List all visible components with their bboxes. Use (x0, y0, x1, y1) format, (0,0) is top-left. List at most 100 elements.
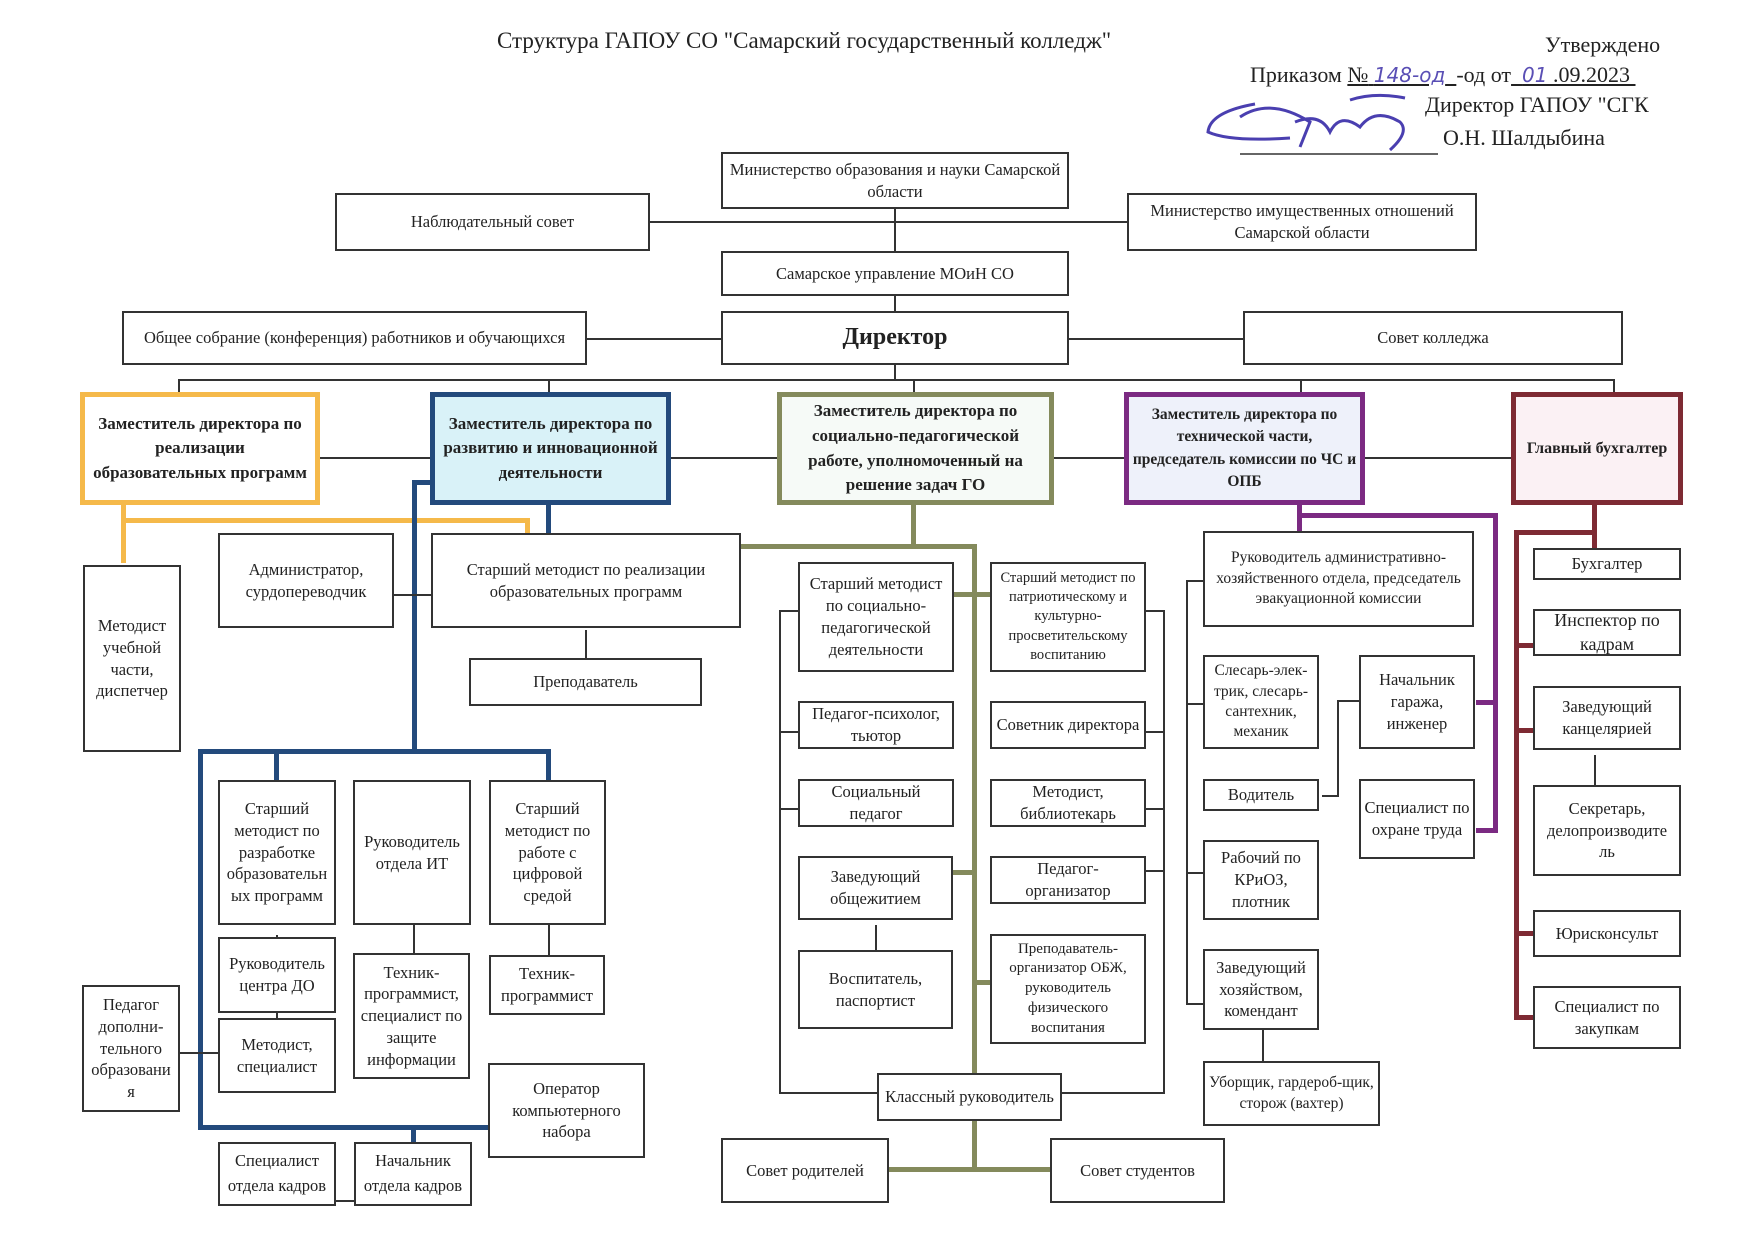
supervisory-board-box: Наблюдательный совет (335, 193, 650, 251)
administrator-box: Администратор, сурдопереводчик (218, 533, 394, 628)
typing-operator-label: Оператор компьютерного набора (512, 1078, 621, 1142)
driver-box: Водитель (1203, 779, 1319, 811)
class-teacher-label: Классный руководитель (885, 1087, 1054, 1107)
deputy-development-label: Заместитель директора по развитию и инно… (443, 413, 658, 482)
hr-head-label: Начальник отдела кадров (363, 1151, 463, 1195)
lawyer-box: Юрисконсульт (1533, 910, 1681, 957)
senior-methodist-dev-label: Старший методист по разработке образоват… (226, 799, 328, 906)
ministry-education-box: Министерство образования и науки Самарск… (721, 152, 1069, 209)
connector-olive (885, 1167, 1055, 1172)
connector-navy (546, 749, 551, 782)
connector (178, 379, 1614, 381)
connector (1613, 379, 1615, 393)
connector-olive (972, 1110, 977, 1172)
tech-programmer-security-box: Техник-программист, специалист по защите… (353, 953, 470, 1079)
connector (392, 594, 432, 596)
lawyer-label: Юрисконсульт (1555, 923, 1659, 943)
teacher-label: Преподаватель (533, 672, 638, 692)
methodist-dispatcher-box: Методист учебной части, диспетчер (83, 565, 181, 752)
connector-navy (198, 749, 550, 754)
connector-navy (411, 1125, 416, 1143)
obzh-teacher-label: Преподаватель-организатор ОБЖ, руководит… (1009, 940, 1127, 1036)
signature-icon (1206, 93, 1438, 155)
senior-methodist-programs-box: Старший методист по реализации образоват… (431, 533, 741, 628)
connector (318, 457, 432, 459)
college-council-label: Совет колледжа (1377, 328, 1489, 348)
methodist-specialist-label: Методист, специалист (236, 1034, 318, 1076)
senior-methodist-patriotic-label: Старший методист по патриотическому и ку… (1000, 570, 1136, 663)
garage-head-box: Начальник гаража, инженер (1359, 655, 1475, 749)
connector (1186, 580, 1204, 582)
connector-maroon (1514, 931, 1534, 936)
tech-programmer-box: Техник-программист (489, 955, 605, 1015)
social-teacher-box: Социальный педагог (798, 779, 954, 827)
household-head-box: Заведующий хозяйством, комендант (1203, 949, 1319, 1030)
handwritten-day: 01 (1522, 63, 1548, 87)
methodist-librarian-label: Методист, библиотекарь (1020, 782, 1116, 823)
connector-olive (740, 544, 976, 549)
repair-worker-box: Рабочий по КРиОЗ, плотник (1203, 840, 1319, 920)
director-advisor-label: Советник директора (996, 715, 1140, 735)
connector-olive (911, 503, 916, 547)
psychologist-box: Педагог-психолог, тьютор (798, 701, 954, 749)
deputy-edu-programs-box: Заместитель директора по реализации обра… (80, 392, 320, 505)
connector (669, 457, 779, 459)
college-council-box: Совет колледжа (1243, 311, 1623, 365)
connector-olive (952, 870, 976, 875)
order-date-rest: .09.2023 (1553, 62, 1630, 87)
head-do-center-label: Руководитель центра ДО (229, 954, 325, 995)
head-do-center-box: Руководитель центра ДО (218, 937, 336, 1013)
methodist-librarian-box: Методист, библиотекарь (990, 779, 1146, 827)
general-meeting-label: Общее собрание (конференция) работников … (143, 328, 566, 348)
connector (1262, 1030, 1264, 1063)
samara-dept-box: Самарское управление МОиН СО (721, 251, 1069, 296)
connector (779, 1092, 879, 1094)
connector-purple (1297, 513, 1497, 518)
additional-ed-teacher-label: Педагог дополни-тельного образовани я (91, 995, 171, 1102)
ministry-property-label: Министерство имущественных отношений Сам… (1150, 201, 1454, 242)
connector-maroon (1514, 530, 1519, 1020)
connector-purple (1297, 503, 1302, 538)
connector-navy (198, 1125, 488, 1130)
connector (894, 295, 896, 313)
connector (875, 925, 877, 957)
hr-inspector-label: Инспектор по кадрам (1554, 609, 1660, 654)
connector (1058, 1092, 1165, 1094)
senior-methodist-social-box: Старший методист по социально-педагогиче… (798, 562, 954, 672)
connector-olive (952, 592, 992, 597)
head-it-box: Руководитель отдела ИТ (353, 780, 471, 925)
connector (1363, 457, 1513, 459)
order-prefix: Приказом (1250, 62, 1342, 87)
connector (1322, 795, 1338, 797)
psychologist-label: Педагог-психолог, тьютор (812, 704, 940, 745)
head-it-label: Руководитель отдела ИТ (364, 831, 460, 873)
hr-inspector-box: Инспектор по кадрам (1533, 609, 1681, 656)
connector (1186, 580, 1188, 1005)
obzh-teacher-box: Преподаватель-организатор ОБЖ, руководит… (990, 934, 1146, 1044)
connector-orange (525, 518, 530, 538)
deputy-social-box: Заместитель директора по социально-педаг… (777, 392, 1054, 505)
social-teacher-label: Социальный педагог (831, 782, 921, 823)
senior-methodist-patriotic-box: Старший методист по патриотическому и ку… (990, 562, 1146, 672)
organizer-label: Педагог-организатор (1025, 859, 1111, 900)
cleaner-label: Уборщик, гардероб-щик, сторож (вахтер) (1209, 1074, 1374, 1112)
number-sign: № (1347, 62, 1369, 87)
handwritten-number: 148-од (1373, 63, 1446, 87)
office-head-label: Заведующий канцелярией (1562, 697, 1652, 738)
connector-navy (198, 749, 203, 1129)
connector-maroon (1514, 1015, 1534, 1020)
connector-navy (412, 480, 432, 485)
samara-dept-label: Самарское управление МОиН СО (776, 263, 1014, 283)
connector (335, 1200, 355, 1202)
accountant-label: Бухгалтер (1571, 554, 1643, 574)
connector (1186, 703, 1204, 705)
connector (548, 925, 550, 955)
connector (894, 365, 896, 380)
senior-methodist-programs-label: Старший методист по реализации образоват… (466, 559, 706, 601)
connector (1186, 1003, 1204, 1005)
connector (1594, 755, 1596, 787)
connector (1163, 610, 1165, 1094)
garage-head-label: Начальник гаража, инженер (1379, 670, 1455, 733)
connector-maroon (1514, 530, 1597, 535)
connector-olive (972, 544, 977, 1082)
